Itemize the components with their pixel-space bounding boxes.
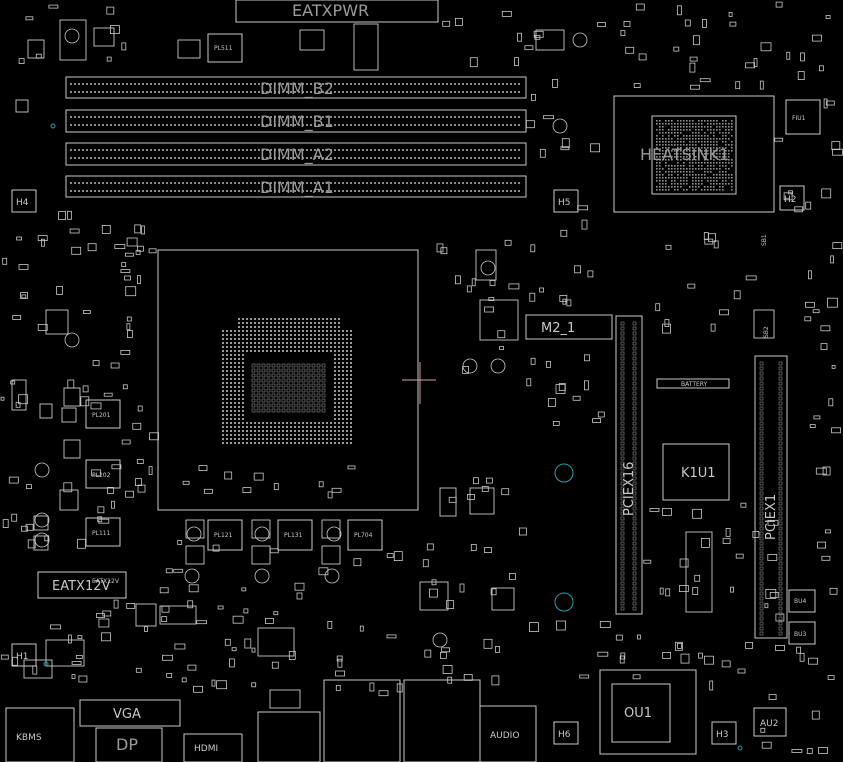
- sb2-label: SB2: [763, 326, 770, 338]
- kbms-label: KBMS: [16, 733, 42, 743]
- k1u1-label: K1U1: [681, 466, 716, 481]
- pl511-inductor[interactable]: [207, 33, 243, 63]
- vga-connector[interactable]: [79, 699, 181, 727]
- pl111-label: PL111: [92, 530, 111, 537]
- pch-chip-pads: [656, 120, 733, 191]
- pciex1-slot[interactable]: [754, 355, 788, 639]
- pl202-inductor[interactable]: [85, 459, 121, 489]
- sb1-label: SB1: [761, 234, 768, 246]
- pl704-label: PL704: [354, 532, 373, 539]
- standoff-markers: [11, 185, 805, 745]
- dimm-b1-label: DIMM_B1: [260, 112, 334, 132]
- eatx12v-connector[interactable]: [37, 571, 127, 599]
- cpu-cursor: [402, 362, 436, 404]
- mounting-hole[interactable]: [554, 463, 574, 483]
- audio-connector[interactable]: [479, 705, 537, 762]
- ou1-label: OU1: [624, 706, 652, 721]
- dp-connector[interactable]: [95, 727, 163, 762]
- vga-label: VGA: [113, 707, 141, 722]
- usb-lan-stack-1[interactable]: [323, 679, 401, 762]
- pciex16-label: PCIEX16: [622, 462, 637, 516]
- fiu1-chip[interactable]: [785, 99, 821, 135]
- fiu1-label: FIU1: [792, 115, 806, 122]
- pl202-label: PL202: [92, 472, 111, 479]
- bu3-chip[interactable]: [788, 621, 816, 645]
- heatsink-outline: [613, 95, 775, 213]
- pl511-label: PL511: [214, 45, 233, 52]
- h4-label: H4: [16, 198, 29, 208]
- pl704-inductor[interactable]: [347, 519, 383, 551]
- eatxpwr-label: EATXPWR: [292, 1, 369, 20]
- m2-label: M2_1: [541, 321, 575, 336]
- eatx12v-label: EATX12V: [52, 579, 110, 594]
- h6-label: H6: [558, 730, 571, 740]
- dp-label: DP: [116, 735, 138, 754]
- pciex1-pins: [759, 361, 783, 636]
- mounting-holes: [43, 123, 743, 751]
- dimm-b1-slot[interactable]: [65, 109, 527, 133]
- heatsink-label: HEATSINK1: [640, 145, 729, 164]
- bu4-label: BU4: [794, 598, 807, 605]
- audio-label: AUDIO: [490, 731, 519, 741]
- au2-chip[interactable]: [753, 707, 787, 737]
- dvi-connector[interactable]: [257, 711, 321, 762]
- pl131-label: PL131: [284, 532, 303, 539]
- dimm-a1-label: DIMM_A1: [260, 178, 334, 198]
- dimm-b2-slot[interactable]: [65, 76, 527, 99]
- pl121-inductor[interactable]: [207, 519, 243, 551]
- ou1-chip[interactable]: [611, 683, 671, 743]
- pciex16-pins: [620, 321, 637, 611]
- hdmi-connector[interactable]: [183, 733, 243, 762]
- au2-label: AU2: [760, 719, 778, 729]
- mounting-hole[interactable]: [737, 745, 743, 751]
- mounting-hole[interactable]: [43, 661, 49, 667]
- mounting-hole[interactable]: [50, 123, 56, 129]
- bu4-chip[interactable]: [788, 589, 816, 613]
- eatx12v-small-label: EATX12V: [92, 578, 120, 585]
- m2-slot[interactable]: [525, 314, 613, 340]
- battery-holder[interactable]: [656, 378, 730, 389]
- cpu-socket-pads: [222, 318, 352, 444]
- h5-label: H5: [558, 198, 571, 208]
- mounting-hole[interactable]: [554, 592, 574, 612]
- battery-label: BATTERY: [681, 381, 708, 388]
- usb-lan-stack-2[interactable]: [403, 679, 481, 762]
- dimm-a2-slot[interactable]: [65, 142, 527, 166]
- ou1-outline: [599, 669, 697, 755]
- dimm-a2-label: DIMM_A2: [260, 145, 334, 165]
- pl201-inductor[interactable]: [85, 399, 121, 429]
- pl111-inductor[interactable]: [85, 517, 121, 547]
- pciex16-slot[interactable]: [615, 315, 643, 615]
- cpu-socket[interactable]: [157, 249, 419, 511]
- pl201-label: PL201: [92, 412, 111, 419]
- dimm-b2-label: DIMM_B2: [260, 79, 334, 99]
- bu3-label: BU3: [794, 631, 807, 638]
- pl131-inductor[interactable]: [277, 519, 313, 551]
- h1-label: H1: [16, 652, 29, 662]
- pciex1-label: PCIEX1: [764, 494, 779, 540]
- h2-label: H2: [784, 195, 797, 205]
- dimm-a1-slot[interactable]: [65, 175, 527, 198]
- pl121-label: PL121: [214, 532, 233, 539]
- hdmi-label: HDMI: [194, 744, 218, 754]
- k1u1-chip[interactable]: [662, 443, 730, 501]
- pch-chip[interactable]: [651, 115, 737, 195]
- eatxpwr-connector[interactable]: [235, 0, 439, 23]
- dimm-slots: [65, 76, 527, 198]
- dimm-pin-rows: [70, 83, 520, 192]
- kbms-connector[interactable]: [5, 707, 75, 762]
- h3-label: H3: [716, 730, 729, 740]
